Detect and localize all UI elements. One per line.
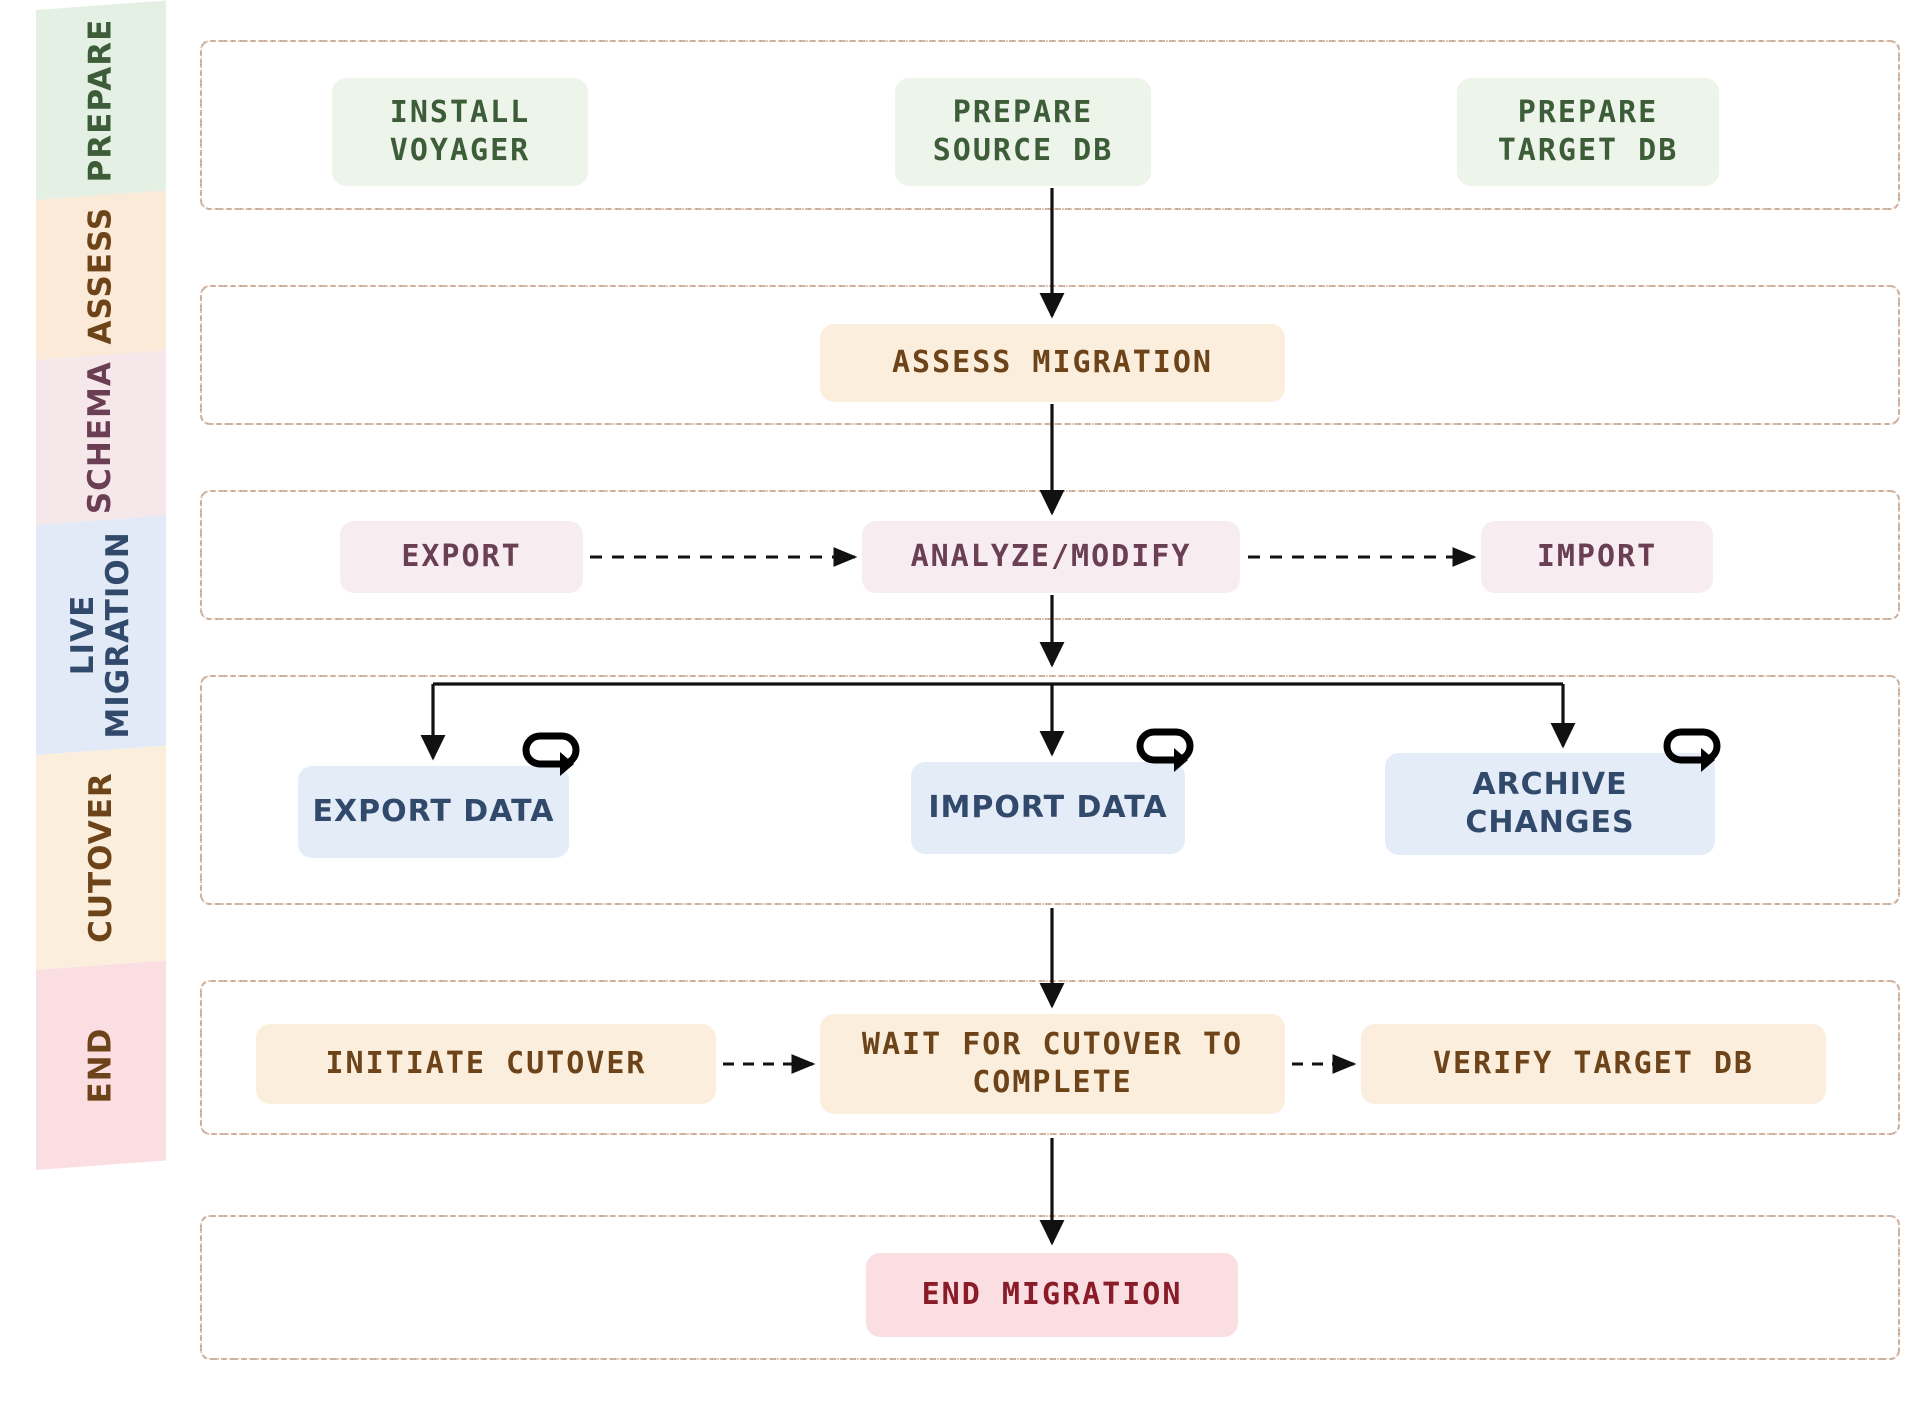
node-wait-for-cutover[interactable]: WAIT FOR CUTOVER TO COMPLETE [820,1014,1285,1114]
node-initiate-cutover[interactable]: INITIATE CUTOVER [256,1024,716,1104]
phase-label-assess: ASSESS [82,206,119,345]
node-verify-target-db[interactable]: VERIFY TARGET DB [1361,1024,1826,1104]
phase-band-cutover: CUTOVER [36,745,166,970]
node-schema-export[interactable]: EXPORT [340,521,583,593]
phase-container-prepare [200,40,1900,210]
phase-container-cutover [200,980,1900,1135]
phase-band-prepare: PREPARE [36,0,166,200]
node-assess-migration[interactable]: ASSESS MIGRATION [820,324,1285,402]
node-prepare-source-db[interactable]: PREPARE SOURCE DB [895,78,1151,186]
phase-container-live-migration [200,675,1900,905]
phase-container-assess [200,285,1900,425]
phase-band-end: END [36,960,166,1170]
phase-label-schema: SCHEMA [82,361,119,515]
phase-rail: PREPARE ASSESS SCHEMA LIVE MIGRATION CUT… [36,0,166,1380]
phase-label-live-migration: LIVE MIGRATION [65,531,137,739]
phase-band-schema: SCHEMA [36,350,166,525]
phase-band-live-migration: LIVE MIGRATION [36,515,166,755]
phase-label-cutover: CUTOVER [82,772,119,944]
phase-label-prepare: PREPARE [82,18,119,183]
node-prepare-target-db[interactable]: PREPARE TARGET DB [1457,78,1719,186]
node-schema-import[interactable]: IMPORT [1481,521,1713,593]
node-export-data[interactable]: EXPORT DATA [298,766,569,858]
node-install-voyager[interactable]: INSTALL VOYAGER [332,78,588,186]
node-archive-changes[interactable]: ARCHIVE CHANGES [1385,753,1715,855]
node-end-migration[interactable]: END MIGRATION [866,1253,1238,1337]
node-schema-analyze-modify[interactable]: ANALYZE/MODIFY [862,521,1240,593]
node-import-data[interactable]: IMPORT DATA [911,762,1185,854]
phase-label-end: END [82,1027,119,1104]
phase-container-end [200,1215,1900,1360]
phase-band-assess: ASSESS [36,190,166,360]
